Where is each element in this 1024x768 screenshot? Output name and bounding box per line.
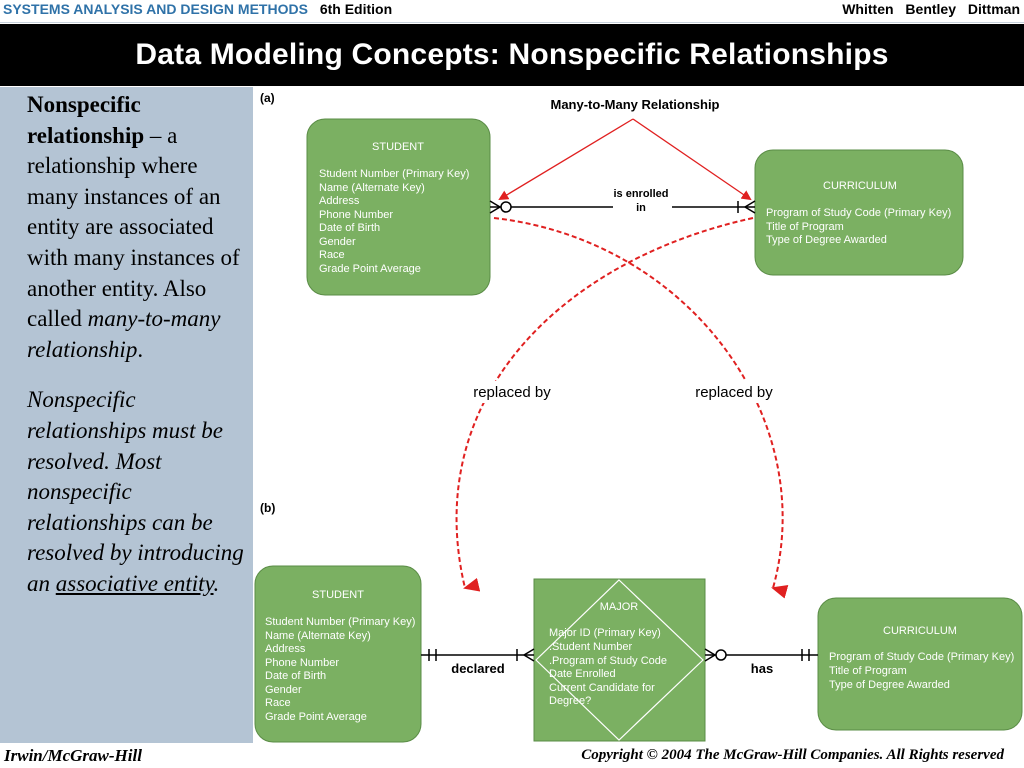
attribute: Date of Birth xyxy=(319,222,380,234)
publisher-label: Irwin/McGraw-Hill xyxy=(4,746,142,765)
definition-period: . xyxy=(137,336,144,362)
definition-text: – a relationship where many instances of… xyxy=(27,122,240,332)
copyright-notice: Copyright © 2004 The McGraw-Hill Compani… xyxy=(581,747,1004,763)
attribute: .Program of Study Code xyxy=(549,655,667,667)
title-bar: Data Modeling Concepts: Nonspecific Rela… xyxy=(0,24,1024,86)
attribute: Program of Study Code (Primary Key) xyxy=(766,207,951,219)
entity-title: STUDENT xyxy=(372,141,424,153)
attribute: Student Number (Primary Key) xyxy=(265,616,415,628)
replaced-arrow-left xyxy=(455,217,754,592)
attribute: Current Candidate for xyxy=(549,682,655,694)
side-panel xyxy=(0,87,253,743)
note-end: . xyxy=(213,570,220,596)
rel-label-declared: declared xyxy=(451,661,505,676)
entity-title: CURRICULUM xyxy=(883,625,957,637)
attribute: Gender xyxy=(265,684,302,696)
student-entity-b: STUDENT Student Number (Primary Key) Nam… xyxy=(254,565,422,743)
attribute: Address xyxy=(265,643,306,655)
note-paragraph: Nonspecific relationships must be resolv… xyxy=(27,385,249,599)
attribute: .Student Number xyxy=(549,641,632,653)
attribute: Date of Birth xyxy=(265,670,326,682)
part-a-label: (a) xyxy=(260,91,275,105)
part-b-label: (b) xyxy=(260,501,275,515)
note-text: Nonspecific relationships must be resolv… xyxy=(27,387,244,596)
rel-label-line1: is enrolled xyxy=(613,188,668,200)
attribute: Title of Program xyxy=(829,665,907,677)
attribute: Student Number (Primary Key) xyxy=(319,168,469,180)
rel-label-has: has xyxy=(751,661,773,676)
curriculum-entity-a: CURRICULUM Program of Study Code (Primar… xyxy=(754,149,964,276)
slide-title: Data Modeling Concepts: Nonspecific Rela… xyxy=(135,38,889,71)
student-entity-a: STUDENT Student Number (Primary Key) Nam… xyxy=(306,118,491,296)
entity-title: CURRICULUM xyxy=(823,180,897,192)
attribute: Name (Alternate Key) xyxy=(319,182,425,194)
relationship-enrolled: is enrolled in xyxy=(489,188,756,214)
footer: Irwin/McGraw-Hill Copyright © 2004 The M… xyxy=(0,743,1024,768)
authors-label: Whitten Bentley Dittman xyxy=(842,1,1020,17)
attribute: Address xyxy=(319,195,360,207)
alt-term: many-to-many relationship xyxy=(27,306,221,362)
attribute: Degree? xyxy=(549,695,591,707)
replaced-left-bg xyxy=(465,381,559,403)
replaced-by-right: replaced by xyxy=(695,384,773,401)
rel-label-line2: in xyxy=(636,202,646,214)
attribute: Phone Number xyxy=(319,209,393,221)
attribute: Type of Degree Awarded xyxy=(766,234,887,246)
course-title: SYSTEMS ANALYSIS AND DESIGN METHODS xyxy=(3,1,308,17)
callout-arrow-right xyxy=(632,118,752,201)
attribute: Name (Alternate Key) xyxy=(265,630,371,642)
replaced-arrow-right xyxy=(493,217,789,599)
associative-diamond xyxy=(535,579,704,741)
attribute: Grade Point Average xyxy=(265,711,367,723)
attribute: Phone Number xyxy=(265,657,339,669)
associative-entity-term: associative entity xyxy=(55,570,214,596)
major-entity: MAJOR Major ID (Primary Key) .Student Nu… xyxy=(533,578,706,742)
attribute: Title of Program xyxy=(766,221,844,233)
side-text: Nonspecific relationship – a relationshi… xyxy=(27,90,249,620)
relationship-declared: declared xyxy=(421,648,535,676)
attribute: Type of Degree Awarded xyxy=(829,679,950,691)
definition-paragraph: Nonspecific relationship – a relationshi… xyxy=(27,90,249,365)
attribute: Race xyxy=(319,249,345,261)
replaced-by-left: replaced by xyxy=(473,384,551,401)
edition-label: 6th Edition xyxy=(319,1,393,17)
attribute: Race xyxy=(265,697,291,709)
callout-arrow-left xyxy=(498,118,634,201)
callout-many-to-many: Many-to-Many Relationship xyxy=(550,97,719,112)
relationship-has: has xyxy=(704,648,818,676)
header-strip: SYSTEMS ANALYSIS AND DESIGN METHODS 6th … xyxy=(0,0,1024,23)
header-left: SYSTEMS ANALYSIS AND DESIGN METHODS 6th … xyxy=(3,1,392,17)
replaced-right-bg xyxy=(686,381,780,403)
attribute: Program of Study Code (Primary Key) xyxy=(829,651,1014,663)
attribute: Date Enrolled xyxy=(549,668,616,680)
entity-title: STUDENT xyxy=(312,589,364,601)
entity-title: MAJOR xyxy=(600,601,639,613)
term-nonspecific-relationship: Nonspecific relationship xyxy=(27,92,145,148)
attribute: Major ID (Primary Key) xyxy=(549,627,661,639)
attribute: Gender xyxy=(319,236,356,248)
attribute: Grade Point Average xyxy=(319,263,421,275)
curriculum-entity-b: CURRICULUM Program of Study Code (Primar… xyxy=(817,597,1023,731)
